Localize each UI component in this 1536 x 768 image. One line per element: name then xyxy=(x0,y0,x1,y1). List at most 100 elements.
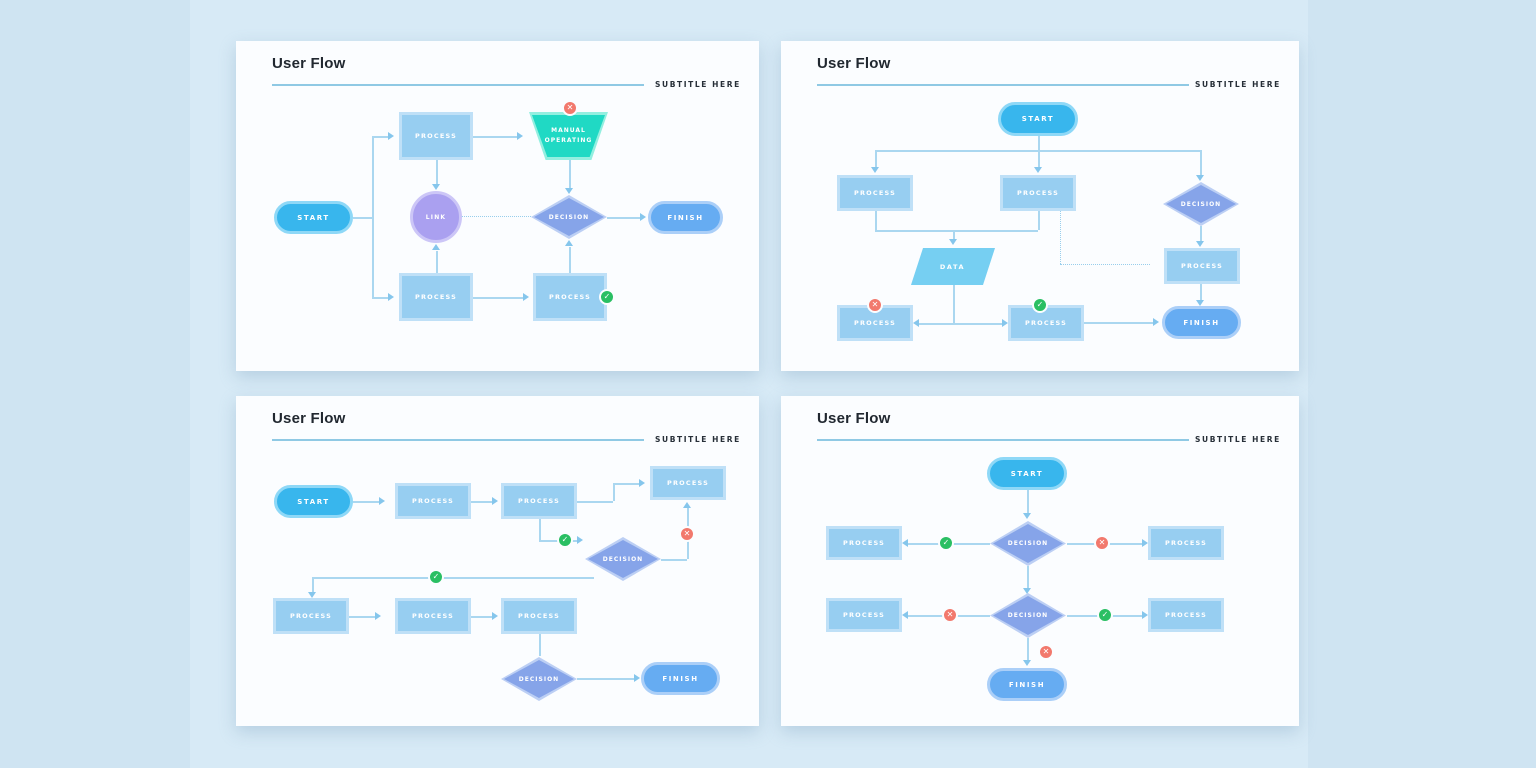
connector-line xyxy=(471,501,492,503)
connector-line xyxy=(613,483,639,485)
arrowhead xyxy=(640,213,646,221)
connector-line xyxy=(539,634,541,656)
arrowhead xyxy=(492,612,498,620)
error-badge: ✕ xyxy=(562,100,578,116)
arrowhead xyxy=(432,184,440,190)
page-title: User Flow xyxy=(817,55,891,72)
connector-line xyxy=(953,230,955,240)
process-node: PROCESS xyxy=(837,175,913,211)
arrowhead xyxy=(1196,300,1204,306)
success-badge: ✓ xyxy=(557,532,573,548)
arrowhead xyxy=(1023,513,1031,519)
connector-line xyxy=(372,297,388,299)
arrowhead xyxy=(639,479,645,487)
connector-line xyxy=(1084,322,1153,324)
decision-label: DECISION xyxy=(534,198,604,236)
process-node: PROCESS xyxy=(1164,248,1240,284)
connector-line xyxy=(539,519,541,540)
connector-line xyxy=(1038,211,1040,230)
connector-line xyxy=(875,211,877,230)
connector-line xyxy=(473,297,523,299)
connector-line xyxy=(1200,226,1202,241)
decision-label: DECISION xyxy=(588,540,658,578)
connector-line xyxy=(312,577,594,579)
connector-line xyxy=(1027,490,1029,513)
connector-line xyxy=(875,230,1038,232)
arrowhead xyxy=(517,132,523,140)
finish-node: FINISH xyxy=(987,668,1067,701)
process-node: PROCESS xyxy=(533,273,607,321)
process-node: PROCESS xyxy=(501,483,577,519)
page-title: User Flow xyxy=(817,410,891,427)
success-badge: ✓ xyxy=(1097,607,1113,623)
connector-line xyxy=(875,150,877,167)
decision-node: DECISION xyxy=(990,593,1066,638)
arrowhead xyxy=(634,674,640,682)
arrowhead xyxy=(388,132,394,140)
success-badge: ✓ xyxy=(599,289,615,305)
dotted-connector xyxy=(462,216,531,217)
connector-line xyxy=(473,136,517,138)
connector-line xyxy=(953,285,955,323)
decision-label: DECISION xyxy=(993,596,1063,635)
connector-line xyxy=(349,616,375,618)
finish-node: FINISH xyxy=(641,662,720,695)
arrowhead xyxy=(379,497,385,505)
title-rule xyxy=(272,84,644,86)
start-node: START xyxy=(987,457,1067,490)
connector-line xyxy=(436,160,438,184)
connector-line xyxy=(569,247,571,273)
arrowhead xyxy=(913,319,919,327)
arrowhead xyxy=(565,240,573,246)
start-node: START xyxy=(274,201,353,234)
process-node: PROCESS xyxy=(1000,175,1076,211)
connector-line xyxy=(372,136,374,297)
dotted-connector xyxy=(1060,264,1150,265)
error-badge: ✕ xyxy=(1038,644,1054,660)
decision-node: DECISION xyxy=(531,195,607,239)
process-node: PROCESS xyxy=(826,598,902,632)
arrowhead xyxy=(949,239,957,245)
connector-line xyxy=(1038,150,1040,167)
title-rule xyxy=(817,84,1189,86)
decision-node: DECISION xyxy=(501,657,577,701)
process-node: PROCESS xyxy=(1148,526,1224,560)
start-node: START xyxy=(274,485,353,518)
connector-line xyxy=(372,136,388,138)
slide-card-4[interactable]: User Flow SUBTITLE HERE ✓ ✕ ✕ ✓ ✕ START … xyxy=(781,396,1299,726)
connector-line xyxy=(1200,284,1202,300)
arrowhead xyxy=(523,293,529,301)
arrowhead xyxy=(1002,319,1008,327)
error-badge: ✕ xyxy=(942,607,958,623)
arrowhead xyxy=(871,167,879,173)
arrowhead xyxy=(432,244,440,250)
arrowhead xyxy=(1142,539,1148,547)
arrowhead xyxy=(902,611,908,619)
dotted-connector xyxy=(1060,211,1061,264)
manual-operating-node: MANUAL OPERATING xyxy=(529,112,608,160)
connector-line xyxy=(569,160,571,188)
connector-line xyxy=(1038,136,1040,150)
finish-node: FINISH xyxy=(1162,306,1241,339)
decision-node: DECISION xyxy=(990,521,1066,566)
subtitle: SUBTITLE HERE xyxy=(1195,80,1281,89)
arrowhead xyxy=(1153,318,1159,326)
data-node: DATA xyxy=(910,248,996,285)
slide-card-2[interactable]: User Flow SUBTITLE HERE START PROCESS PR… xyxy=(781,41,1299,371)
arrowhead xyxy=(1196,241,1204,247)
connector-line xyxy=(471,616,492,618)
page-title: User Flow xyxy=(272,410,346,427)
connector-line xyxy=(436,251,438,273)
page-title: User Flow xyxy=(272,55,346,72)
connector-line xyxy=(1027,566,1029,588)
arrowhead xyxy=(1142,611,1148,619)
arrowhead xyxy=(902,539,908,547)
slide-card-3[interactable]: User Flow SUBTITLE HERE ✓ ✕ ✓ START PROC… xyxy=(236,396,759,726)
subtitle: SUBTITLE HERE xyxy=(655,80,741,89)
slide-card-1[interactable]: User Flow SUBTITLE HERE START PROCESS MA… xyxy=(236,41,759,371)
finish-node: FINISH xyxy=(648,201,723,234)
success-badge: ✓ xyxy=(938,535,954,551)
success-badge: ✓ xyxy=(428,569,444,585)
arrowhead xyxy=(388,293,394,301)
